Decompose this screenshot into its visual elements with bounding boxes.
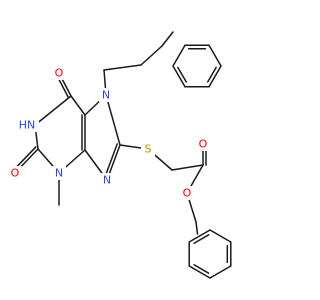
atom-n7: N <box>99 88 113 102</box>
atom-o-ester: O <box>180 186 194 200</box>
bond <box>209 229 232 243</box>
atom-hn1-label: HN <box>19 119 36 132</box>
bond <box>161 31 174 47</box>
atom-labels: O HN O N N N S O <box>8 66 210 200</box>
bond <box>195 221 199 235</box>
bond <box>171 164 204 171</box>
bond <box>208 65 222 88</box>
bond <box>34 95 72 126</box>
atom-o-c6-label: O <box>55 67 64 80</box>
bond <box>105 94 121 146</box>
atom-o-carbonyl: O <box>196 137 210 151</box>
bond <box>172 65 186 88</box>
atom-hn1: HN <box>15 118 39 132</box>
atom-n9-label: N <box>103 174 111 187</box>
bond <box>172 44 186 67</box>
atom-o-ester-label: O <box>183 187 192 200</box>
bond <box>188 229 211 243</box>
bond <box>193 234 210 244</box>
atom-o-carbonyl-label: O <box>199 138 208 151</box>
molecule-canvas: O HN O N N N S O <box>8 31 232 279</box>
bonds-layer <box>12 31 232 279</box>
bond <box>193 264 210 274</box>
bond <box>140 45 163 66</box>
atom-n3: N <box>52 166 66 180</box>
bond <box>209 265 232 279</box>
atom-o-c2-label: O <box>11 167 20 180</box>
bond <box>103 64 142 71</box>
atom-n9: N <box>100 173 114 187</box>
molecule-structure: O HN O N N N S O <box>8 31 232 279</box>
atom-s-label: S <box>145 143 152 156</box>
bond <box>208 44 222 67</box>
atom-o-c6: O <box>52 66 66 80</box>
atom-n7-label: N <box>102 89 110 102</box>
bond <box>177 66 187 83</box>
bond <box>207 66 217 83</box>
atom-o-c2: O <box>8 166 22 180</box>
bond <box>188 265 211 279</box>
atom-s: S <box>141 142 155 156</box>
bond <box>70 95 86 116</box>
atom-n3-label: N <box>55 167 63 180</box>
